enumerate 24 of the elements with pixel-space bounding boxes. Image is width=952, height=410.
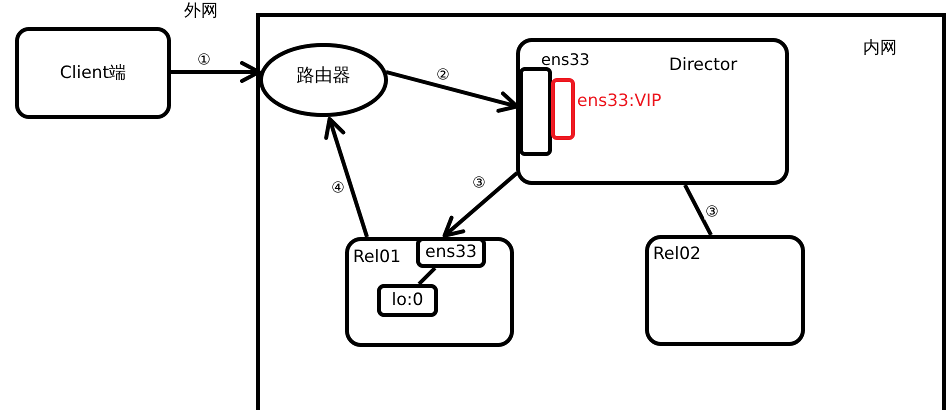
network-frame — [256, 13, 946, 410]
tag-box: lo:0 — [377, 284, 438, 317]
rounded-box — [645, 235, 805, 346]
zone-label: 外网 — [184, 3, 218, 20]
arrow — [324, 116, 369, 238]
edge-label: ④ — [330, 180, 346, 196]
edge-label: ② — [435, 68, 451, 82]
arrow — [442, 171, 518, 238]
edge-label: ③ — [471, 176, 487, 190]
connector-line — [683, 184, 713, 236]
rounded-box — [345, 237, 514, 347]
box-title: Rel01 — [353, 249, 401, 266]
port-label: ens33:VIP — [577, 93, 662, 110]
rounded-box — [516, 38, 789, 185]
arrow — [171, 61, 261, 83]
box-title: Director — [669, 57, 738, 74]
rounded-box: Client端 — [15, 27, 171, 119]
edge-label: ③ — [704, 204, 720, 220]
connector-line — [418, 266, 436, 286]
box-title: Rel02 — [653, 246, 701, 263]
port-label: ens33 — [541, 52, 590, 68]
ellipse-node: 路由器 — [259, 43, 388, 117]
edge-label: ① — [196, 52, 212, 68]
frame-label: 内网 — [863, 40, 897, 57]
